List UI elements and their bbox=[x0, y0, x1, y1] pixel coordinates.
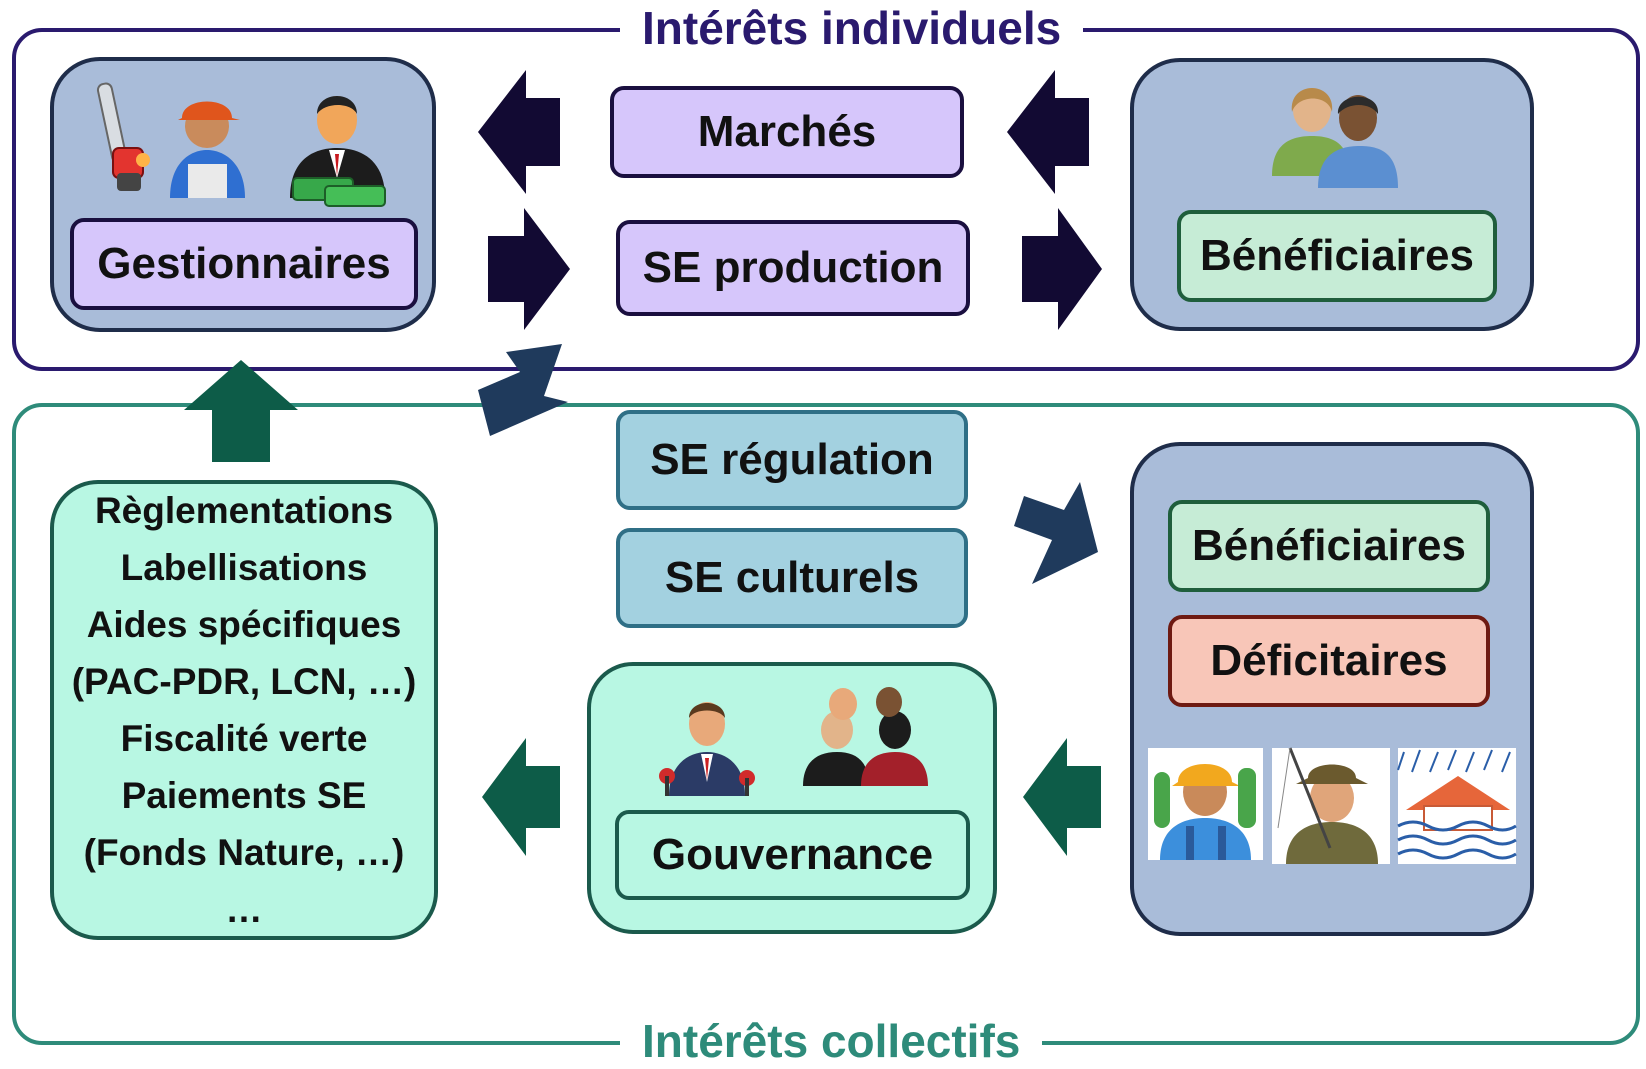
businessman-money-icon bbox=[290, 96, 386, 207]
deficit-box: Déficitaires bbox=[1168, 615, 1490, 707]
couple-icon bbox=[1272, 88, 1398, 188]
individual-beneficiaries-box: Bénéficiaires bbox=[1177, 210, 1497, 302]
arrow-managers-to-production bbox=[488, 208, 570, 330]
instrument-item: Labellisations bbox=[120, 547, 368, 588]
regulation-services-box: SE régulation bbox=[616, 410, 968, 510]
group-discussion-icon bbox=[803, 687, 928, 786]
markets-box: Marchés bbox=[610, 86, 964, 178]
individual-interests-title: Intérêts individuels bbox=[620, 0, 1084, 56]
arrow-instruments-to-managers bbox=[184, 360, 298, 462]
hiker-icon bbox=[1148, 748, 1263, 860]
worker-icon bbox=[170, 101, 245, 198]
collective-interests-title: Intérêts collectifs bbox=[620, 1013, 1043, 1069]
managers-box: Gestionnaires bbox=[70, 218, 418, 310]
collective-beneficiaries-box: Bénéficiaires bbox=[1168, 500, 1490, 592]
speaker-microphones-icon bbox=[659, 702, 755, 796]
arrow-production-to-beneficiaries bbox=[1022, 208, 1102, 330]
cultural-services-box: SE culturels bbox=[616, 528, 968, 628]
instrument-item: (Fonds Nature, …) bbox=[83, 832, 405, 873]
instrument-item: Paiements SE bbox=[121, 775, 367, 816]
arrow-beneficiaries-to-markets bbox=[1007, 70, 1089, 194]
arrow-governance-to-instruments bbox=[482, 738, 560, 856]
fisherman-icon bbox=[1272, 747, 1390, 864]
instrument-item: … bbox=[225, 889, 263, 930]
chainsaw-icon bbox=[96, 82, 150, 191]
arrow-markets-to-managers bbox=[478, 70, 560, 194]
instrument-item: Fiscalité verte bbox=[120, 718, 368, 759]
instrument-item: Aides spécifiques bbox=[86, 604, 402, 645]
policy-instruments-box: Règlementations Labellisations Aides spé… bbox=[50, 480, 438, 940]
arrow-stakeholders-to-governance bbox=[1023, 738, 1101, 856]
arrow-services-to-stakeholders bbox=[1014, 482, 1098, 584]
instrument-item: Règlementations bbox=[94, 490, 394, 531]
production-services-box: SE production bbox=[616, 220, 970, 316]
arrow-individual-to-collective bbox=[478, 344, 568, 436]
flooded-house-icon bbox=[1397, 748, 1517, 864]
governance-box: Gouvernance bbox=[615, 810, 970, 900]
instrument-item: (PAC-PDR, LCN, …) bbox=[71, 661, 417, 702]
